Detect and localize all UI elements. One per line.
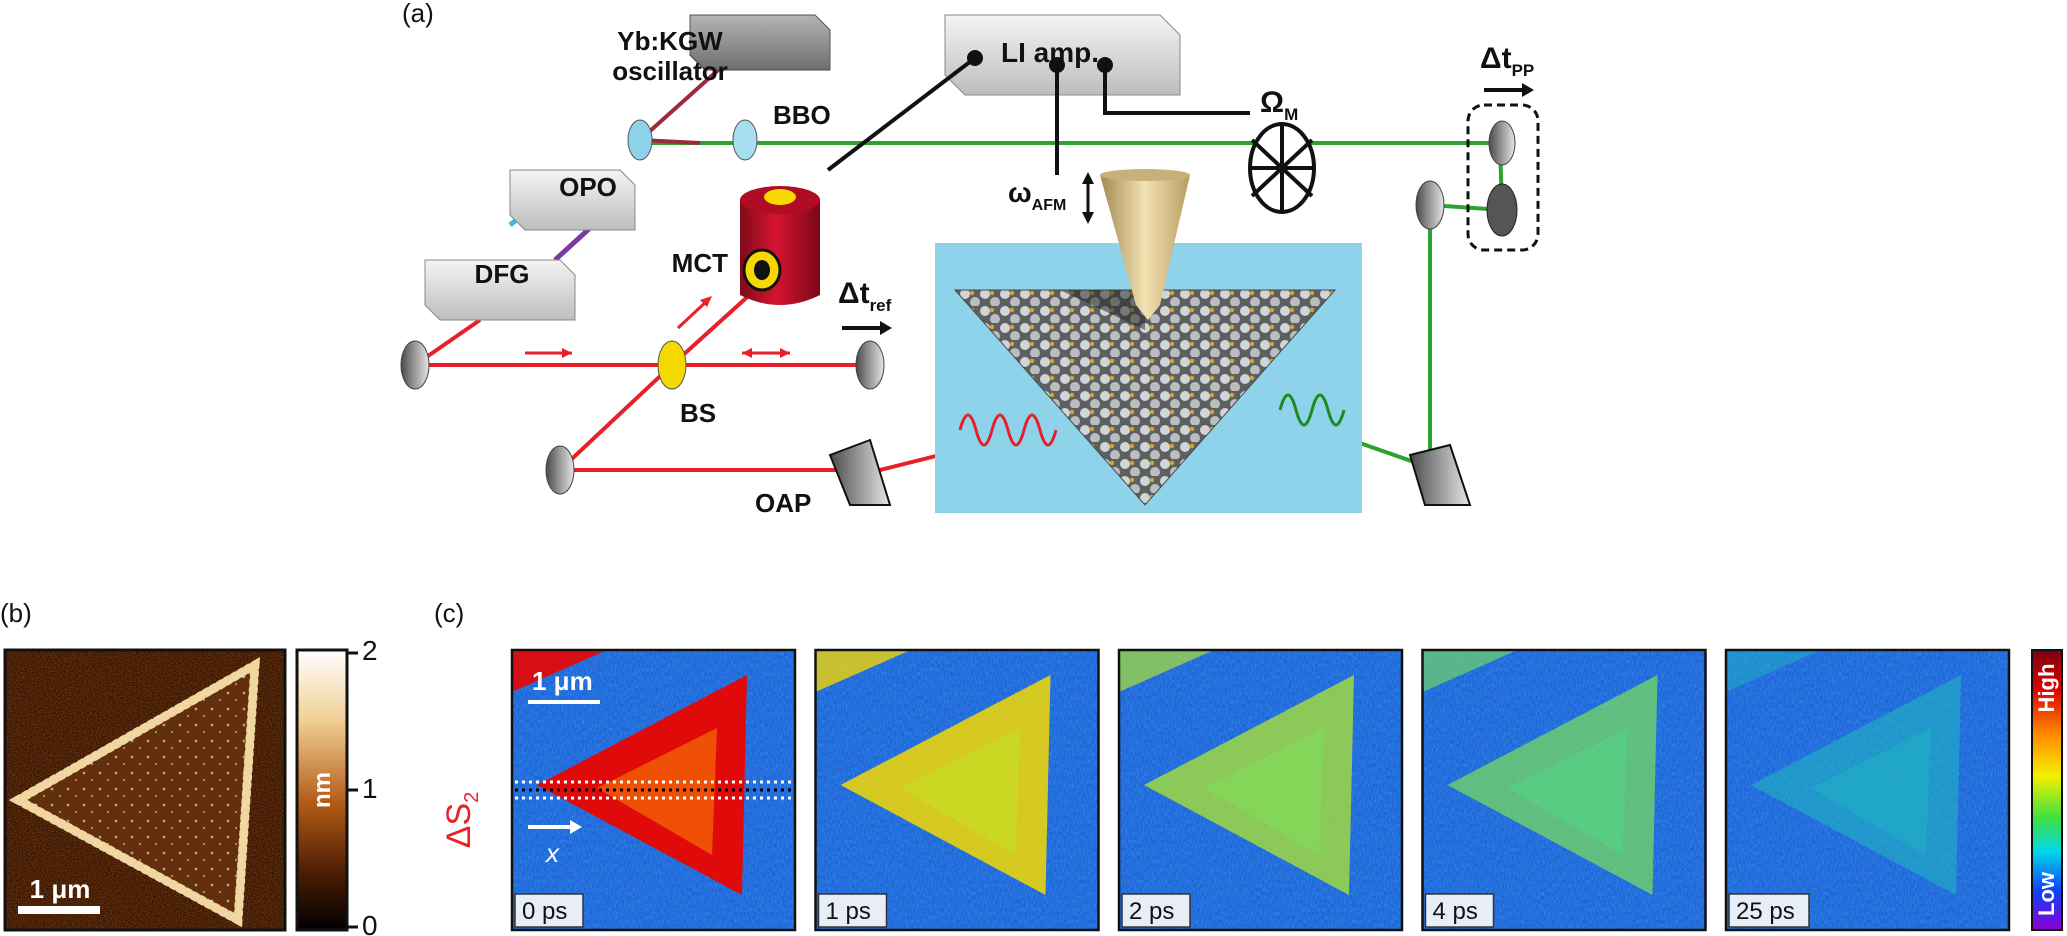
frame-4-time-label: 25 ps <box>1736 898 1795 925</box>
probe-wave-packet <box>958 413 1058 447</box>
frame-3-time-label: 4 ps <box>1433 898 1478 925</box>
frame-3-border <box>1421 648 1707 932</box>
colorbar-low-label: Low <box>2034 871 2059 916</box>
afm-colorbar-unit: nm <box>309 772 336 808</box>
delay-stage <box>1466 103 1540 252</box>
oap-mirror-right <box>1408 443 1472 506</box>
afm-scale-label: 1 μm <box>30 874 91 904</box>
mirror-right-upper <box>1415 180 1445 230</box>
opo-label: OPO <box>559 172 617 202</box>
delay-arrows <box>842 83 1534 335</box>
panel-c-label: (c) <box>434 598 464 628</box>
omega-afm-label: ωAFM <box>1008 177 1066 214</box>
dfg-box <box>424 259 576 321</box>
frame-3-triangle-inner <box>1507 728 1628 855</box>
frame-2-time-label: 2 ps <box>1129 898 1174 925</box>
delta-s2-label: ΔS2 <box>440 792 483 849</box>
pump-probe-frames: 0 ps 1 ps 2 ps 4 ps 25 ps <box>510 648 2011 932</box>
afm-colorbar-tick-2: 2 <box>362 635 378 666</box>
mirror-left <box>400 340 430 390</box>
signal-cables <box>826 50 1250 175</box>
pump-wave-packet <box>1278 393 1346 427</box>
frame-1-time-label: 1 ps <box>826 898 871 925</box>
frame-1-triangle-inner <box>900 728 1021 855</box>
dfg-label: DFG <box>475 259 530 289</box>
bbo-label: BBO <box>773 100 831 130</box>
bbo-crystal <box>732 119 758 161</box>
beam-splitter-bs <box>657 340 687 390</box>
frame-4-border <box>1724 648 2011 932</box>
frame-1-time-box <box>817 893 888 928</box>
opo-purple-beam <box>553 226 592 262</box>
afm-colorbar-tick-1: 1 <box>362 773 378 804</box>
frame-0-scale-bar <box>528 700 600 704</box>
reference-mirror <box>855 340 885 390</box>
colorbar-high-label: High <box>2034 664 2059 713</box>
chopper-wheel-icon <box>1248 122 1316 214</box>
panel-a-label: (a) <box>402 0 434 28</box>
frame-0-time-box <box>514 893 584 928</box>
afm-oscillation-arrow <box>1082 172 1094 224</box>
frame-0-corner <box>512 650 607 692</box>
delta-t-pp-label: ΔtPP <box>1480 42 1534 80</box>
frame-0-time-label: 0 ps <box>522 898 567 925</box>
afm-topography-image <box>3 648 287 932</box>
frame-4-triangle-inner <box>1811 728 1931 855</box>
frame-3-corner <box>1422 650 1518 692</box>
frame-2: 2 ps <box>1117 648 1404 932</box>
afm-colorbar-tick-0: 0 <box>362 910 378 936</box>
bs-label: BS <box>680 398 716 428</box>
sample-scene <box>935 169 1362 513</box>
oscillator-label-2: oscillator <box>612 56 728 86</box>
oscillator-label-1: Yb:KGW <box>617 26 723 56</box>
frame-4-corner <box>1726 650 1821 692</box>
frame-0-scale-label: 1 μm <box>532 666 593 696</box>
li-amp-box <box>944 14 1181 96</box>
panel-b-label: (b) <box>0 598 32 628</box>
frame-2-border <box>1117 648 1404 932</box>
opo-box <box>509 169 636 231</box>
omega-m-label: ΩM <box>1260 86 1298 124</box>
frame-0-overlays <box>515 700 795 834</box>
beam-splitter-top <box>627 119 653 161</box>
afm-colorbar <box>295 648 358 932</box>
frame-1-border <box>814 648 1100 932</box>
frame-2-corner <box>1119 650 1214 692</box>
oap-label: OAP <box>755 488 811 518</box>
frame-3: 4 ps <box>1421 648 1707 932</box>
afm-scale-bar <box>18 906 100 914</box>
delta-t-ref-label: Δtref <box>838 277 892 315</box>
frame-4-time-box <box>1728 893 1810 928</box>
frame-2-time-box <box>1121 893 1191 928</box>
oscillator-box <box>689 14 831 71</box>
frame-3-time-box <box>1424 893 1495 928</box>
mct-detector <box>740 186 820 305</box>
li-amp-label: LI amp. <box>1001 37 1099 68</box>
mct-label: MCT <box>672 248 728 278</box>
optical-elements <box>400 103 1540 506</box>
x-axis-label: x <box>544 838 560 868</box>
frame-4: 25 ps <box>1724 648 2011 932</box>
frame-1-corner <box>815 650 911 692</box>
jet-colorbar <box>2031 649 2063 931</box>
frame-2-triangle-inner <box>1204 728 1324 855</box>
frame-1: 1 ps <box>814 648 1100 932</box>
oap-mirror-left <box>828 438 892 506</box>
frame-0-border <box>510 648 797 932</box>
mirror-bottom-left <box>545 445 575 495</box>
